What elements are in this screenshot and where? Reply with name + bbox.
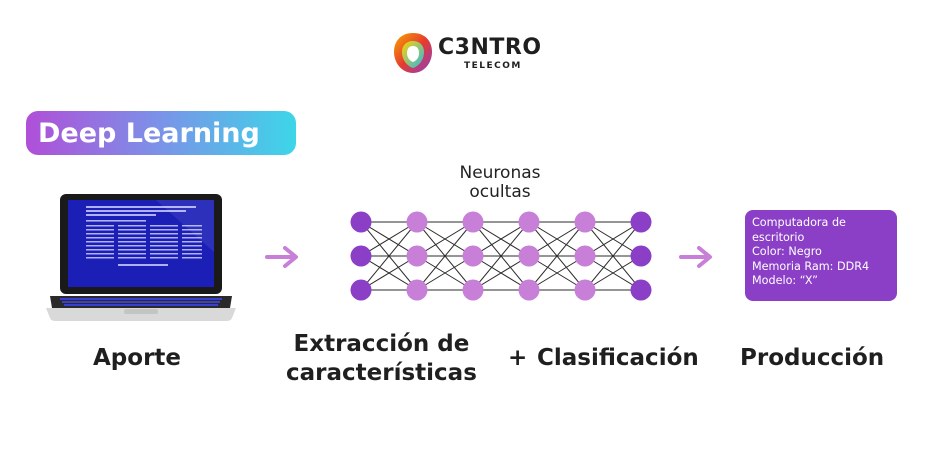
hidden-label-line1: Neuronas	[459, 163, 541, 183]
hidden-neuron-node	[518, 279, 540, 301]
neural-network-diagram	[350, 211, 652, 301]
network-edge	[360, 221, 418, 257]
hidden-neuron-node	[462, 211, 484, 233]
hidden-neuron-node	[462, 245, 484, 267]
stage-output-label: Producción	[740, 345, 885, 371]
output-line: Color: Negro	[752, 245, 822, 258]
stage-extraction-label: Extracción de características	[286, 330, 477, 388]
hidden-neuron-node	[574, 279, 596, 301]
neuron-node	[630, 211, 652, 233]
stage-input-label: Aporte	[93, 345, 182, 371]
neuron-node	[350, 245, 372, 267]
output-card: Computadora de escritorio Color: Negro M…	[745, 210, 897, 301]
logo-name: C3NTRO	[438, 35, 542, 60]
c3ntro-logo-icon	[394, 33, 432, 73]
laptop-icon	[46, 194, 236, 321]
hidden-neurons-label: Neuronas ocultas	[430, 164, 570, 202]
hidden-neuron-node	[462, 279, 484, 301]
output-line: Computadora de	[752, 216, 846, 229]
stage-classification-label: Clasificación	[537, 345, 699, 371]
output-line: escritorio	[752, 230, 805, 244]
hidden-label-line2: ocultas	[469, 182, 531, 202]
network-edges	[360, 221, 642, 291]
network-edge	[416, 255, 474, 291]
arrow-right-icon	[265, 246, 298, 268]
output-line: Memoria Ram: DDR4	[752, 259, 870, 273]
extraction-line1: Extracción de	[293, 331, 470, 357]
network-edge	[360, 255, 418, 291]
brand-logo: C3NTRO TELECOM	[390, 30, 550, 80]
logo-subtitle: TELECOM	[464, 61, 522, 71]
network-edge	[528, 255, 586, 291]
arrow-right-icon	[679, 246, 712, 268]
output-line: Modelo: “X”	[752, 274, 818, 287]
hidden-neuron-node	[406, 211, 428, 233]
network-edge	[528, 221, 586, 257]
hidden-neuron-node	[574, 245, 596, 267]
hidden-neuron-node	[406, 245, 428, 267]
badge-text: Deep Learning	[38, 117, 260, 149]
network-edge	[360, 221, 418, 291]
hidden-neuron-node	[518, 245, 540, 267]
hidden-neuron-node	[406, 279, 428, 301]
neuron-node	[350, 211, 372, 233]
neuron-node	[630, 279, 652, 301]
network-edge	[472, 255, 530, 291]
deep-learning-badge: Deep Learning	[26, 111, 296, 155]
network-edge	[528, 221, 586, 291]
neuron-node	[630, 245, 652, 267]
network-edge	[472, 221, 530, 257]
network-nodes	[350, 211, 652, 301]
network-edge	[416, 221, 474, 257]
hidden-neuron-node	[574, 211, 596, 233]
network-edge	[584, 255, 642, 291]
hidden-neuron-node	[518, 211, 540, 233]
network-edge	[416, 221, 474, 291]
network-edge	[472, 221, 530, 291]
network-edge	[584, 221, 642, 257]
network-edge	[584, 221, 642, 291]
extraction-line2: características	[286, 360, 477, 386]
neuron-node	[350, 279, 372, 301]
plus-sign: +	[508, 345, 528, 371]
